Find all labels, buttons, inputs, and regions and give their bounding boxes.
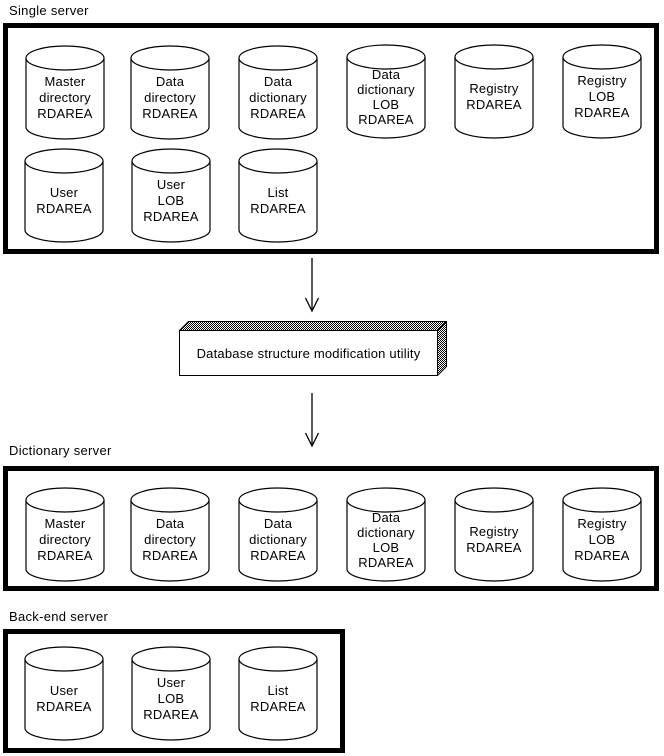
database-cylinder-icon xyxy=(130,45,210,140)
database-cylinder-icon xyxy=(454,487,534,582)
rdarea-label: Master directory RDAREA xyxy=(37,74,93,121)
cylinder-data-dictionary-lob-rdarea: Data dictionary LOB RDAREA xyxy=(346,487,426,582)
cylinder-registry-lob-rdarea: Registry LOB RDAREA xyxy=(562,487,642,582)
rdarea-label: Data dictionary LOB RDAREA xyxy=(357,510,415,570)
utility-label: Database structure modification utility xyxy=(196,345,421,361)
database-cylinder-icon xyxy=(131,646,211,741)
cylinder-registry-lob-rdarea: Registry LOB RDAREA xyxy=(562,44,642,139)
rdarea-label: User LOB RDAREA xyxy=(143,177,199,224)
database-cylinder-icon xyxy=(238,45,318,140)
rdarea-label: Registry RDAREA xyxy=(466,81,522,112)
rdarea-label: List RDAREA xyxy=(250,185,306,216)
database-cylinder-icon xyxy=(238,646,318,741)
rdarea-label: Master directory RDAREA xyxy=(37,516,93,563)
cylinder-list-rdarea: List RDAREA xyxy=(238,148,318,243)
cylinder-user-lob-rdarea: User LOB RDAREA xyxy=(131,148,211,243)
cylinder-data-directory-rdarea: Data directory RDAREA xyxy=(130,45,210,140)
cylinder-user-rdarea: User RDAREA xyxy=(24,148,104,243)
database-cylinder-icon xyxy=(346,487,426,582)
utility-3d-box-icon xyxy=(179,321,447,376)
cylinder-master-directory-rdarea: Master directory RDAREA xyxy=(25,45,105,140)
database-cylinder-icon xyxy=(25,487,105,582)
cylinder-list-rdarea: List RDAREA xyxy=(238,646,318,741)
database-cylinder-icon xyxy=(454,44,534,139)
rdarea-label: User RDAREA xyxy=(36,683,92,714)
cylinder-user-rdarea: User RDAREA xyxy=(24,646,104,741)
database-cylinder-icon xyxy=(238,148,318,243)
arrow-down-icon xyxy=(304,258,320,313)
database-cylinder-icon xyxy=(130,487,210,582)
cylinder-master-directory-rdarea: Master directory RDAREA xyxy=(25,487,105,582)
rdarea-label: Registry LOB RDAREA xyxy=(574,73,630,120)
database-cylinder-icon xyxy=(25,45,105,140)
rdarea-label: User RDAREA xyxy=(36,185,92,216)
backend-server-label: Back-end server xyxy=(9,609,109,624)
database-cylinder-icon xyxy=(346,44,426,139)
rdarea-label: Data dictionary RDAREA xyxy=(249,516,307,563)
database-cylinder-icon xyxy=(24,646,104,741)
dictionary-server-label: Dictionary server xyxy=(9,443,112,458)
rdarea-label: Data directory RDAREA xyxy=(142,516,198,563)
arrow-down-icon xyxy=(304,393,320,448)
rdarea-label: Data dictionary RDAREA xyxy=(249,74,307,121)
cylinder-data-dictionary-lob-rdarea: Data dictionary LOB RDAREA xyxy=(346,44,426,139)
single-server-box xyxy=(3,23,659,254)
cylinder-user-lob-rdarea: User LOB RDAREA xyxy=(131,646,211,741)
database-cylinder-icon xyxy=(131,148,211,243)
rdarea-label: List RDAREA xyxy=(250,683,306,714)
database-cylinder-icon xyxy=(238,487,318,582)
rdarea-label: User LOB RDAREA xyxy=(143,675,199,722)
cylinder-registry-rdarea: Registry RDAREA xyxy=(454,44,534,139)
database-cylinder-icon xyxy=(24,148,104,243)
cylinder-data-directory-rdarea: Data directory RDAREA xyxy=(130,487,210,582)
utility-box: Database structure modification utility xyxy=(179,321,447,376)
rdarea-label: Data directory RDAREA xyxy=(142,74,198,121)
rdarea-label: Registry RDAREA xyxy=(466,524,522,555)
dictionary-server-box xyxy=(3,466,659,591)
cylinder-data-dictionary-rdarea: Data dictionary RDAREA xyxy=(238,45,318,140)
database-cylinder-icon xyxy=(562,44,642,139)
database-cylinder-icon xyxy=(562,487,642,582)
rdarea-label: Data dictionary LOB RDAREA xyxy=(357,67,415,127)
cylinder-data-dictionary-rdarea: Data dictionary RDAREA xyxy=(238,487,318,582)
cylinder-registry-rdarea: Registry RDAREA xyxy=(454,487,534,582)
rdarea-label: Registry LOB RDAREA xyxy=(574,516,630,563)
single-server-label: Single server xyxy=(9,3,89,18)
